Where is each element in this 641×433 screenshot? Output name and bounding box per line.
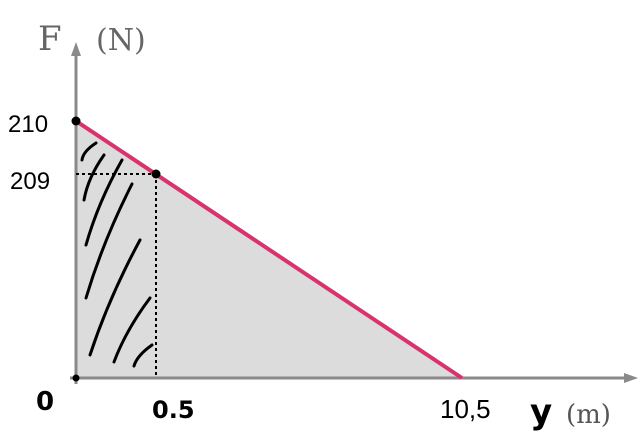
series-line [74,119,464,380]
hatch-stroke-2 [82,153,106,202]
y-tick-label-210: 210 [8,111,48,138]
x-tick-label-10-5: 10,5 [440,394,491,424]
y-axis-arrow-icon [71,42,81,56]
x-tick-label-0: 0 [36,387,54,417]
point-top [71,116,81,126]
y-tick-label-209: 209 [10,168,50,195]
hatch-stroke-6 [112,296,152,364]
hatch-stroke-3 [84,158,124,247]
point-highlight [151,169,161,179]
hatch-stroke-7 [132,343,154,368]
hatch-stroke-5 [88,238,142,357]
y-axis-unit: (N) [96,23,146,58]
point-origin [72,374,80,382]
x-tick-label-0-5: 0.5 [152,396,195,424]
x-axis-arrow-icon [624,373,638,383]
hatch-stroke-4 [84,182,134,300]
x-axis-name: y [530,392,552,432]
y-axis-name: F [38,19,62,59]
hatch-stroke-1 [80,141,98,162]
x-axis-unit: (m) [566,400,611,430]
